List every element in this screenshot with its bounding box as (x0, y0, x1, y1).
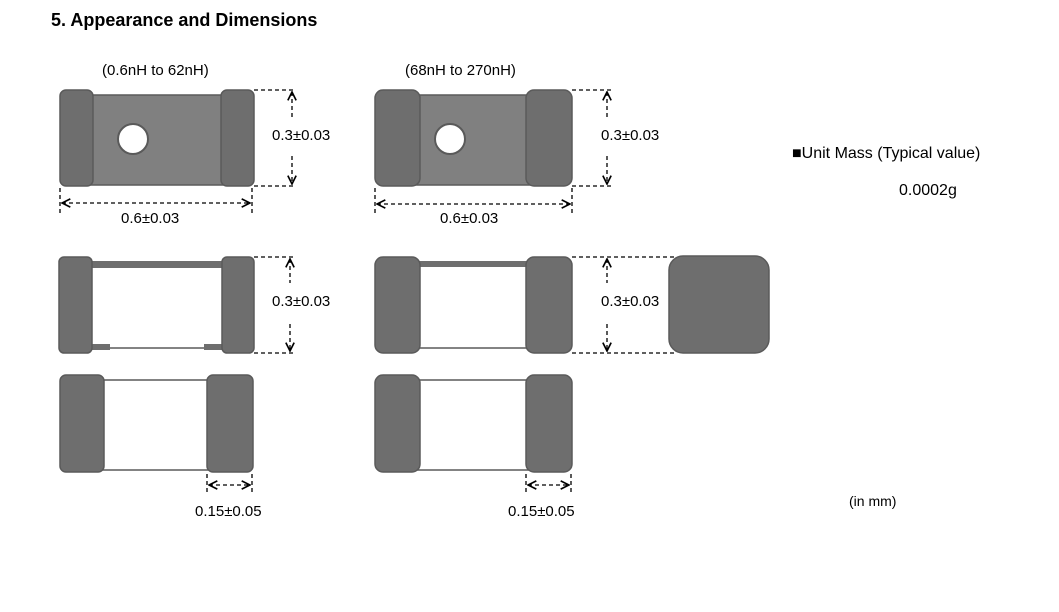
electrode-left (374, 256, 421, 354)
chip-body (89, 94, 224, 186)
dim-height-side-right (572, 256, 675, 354)
electrode-left (59, 89, 94, 187)
polarity-mark (117, 123, 149, 155)
electrode-left (58, 256, 93, 354)
electrode-left (59, 374, 105, 473)
bottom-view-small (59, 374, 254, 473)
dim-height-label: 0.3±0.03 (272, 293, 331, 310)
chip-side-body (89, 261, 225, 349)
units-note: (in mm) (849, 493, 897, 509)
electrode-right (221, 256, 255, 354)
dim-height-top-left (254, 89, 296, 187)
electrode-right (525, 374, 573, 473)
electrode-right (206, 374, 254, 473)
range-label-large: (68nH to 270nH) (405, 62, 516, 79)
dim-electrode-left (206, 474, 253, 492)
dim-height-side-left (254, 256, 296, 354)
side-view-small (58, 256, 255, 354)
electrode-right (525, 256, 573, 354)
range-label-small: (0.6nH to 62nH) (102, 62, 209, 79)
side-bottom-plate-right (204, 344, 224, 350)
chip-bottom-body (414, 379, 531, 471)
top-view-small (59, 89, 255, 187)
unit-mass-value: 0.0002g (899, 182, 957, 199)
electrode-left (374, 89, 421, 187)
dim-electrode-right (525, 474, 572, 492)
electrode-left (374, 374, 421, 473)
dim-length-left (59, 188, 253, 216)
bottom-view-large (374, 374, 573, 473)
side-top-plate (415, 261, 530, 267)
dim-length-right (374, 188, 573, 216)
electrode-right (525, 89, 573, 187)
side-top-plate (90, 261, 224, 268)
side-view-large (374, 256, 573, 354)
unit-mass-label: ■Unit Mass (Typical value) (792, 145, 981, 162)
dim-electrode-label: 0.15±0.05 (508, 503, 575, 520)
chip-side-body (414, 261, 531, 349)
dim-height-label: 0.3±0.03 (272, 127, 331, 144)
dim-height-top-right (572, 89, 614, 187)
top-view-large (374, 89, 573, 187)
dim-electrode-label: 0.15±0.05 (195, 503, 262, 520)
polarity-mark (434, 123, 466, 155)
end-view-electrode (668, 255, 770, 354)
chip-body (414, 94, 531, 186)
side-bottom-plate (90, 344, 110, 350)
chip-bottom-body (99, 379, 216, 471)
dim-length-label: 0.6±0.03 (440, 210, 499, 227)
section-title: 5. Appearance and Dimensions (51, 10, 318, 30)
dim-height-label: 0.3±0.03 (601, 127, 660, 144)
dim-length-label: 0.6±0.03 (121, 210, 180, 227)
electrode-right (220, 89, 255, 187)
dim-height-label: 0.3±0.03 (601, 293, 660, 310)
